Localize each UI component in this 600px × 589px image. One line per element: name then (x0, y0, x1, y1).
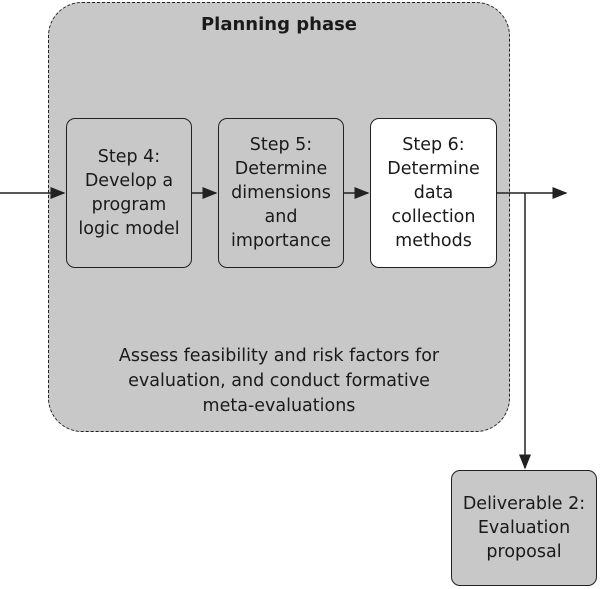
step-6-line: Determine (387, 159, 480, 179)
step-4-box: Step 4: Develop a program logic model (66, 118, 192, 268)
step-5-line: and (264, 207, 298, 227)
deliverable-line: proposal (486, 542, 562, 562)
step-5-line: importance (231, 231, 331, 251)
deliverable-line: Deliverable 2: (462, 494, 586, 514)
step-4-line: program (91, 195, 167, 215)
step-4-line: Develop a (84, 171, 174, 191)
step-4-line: logic model (78, 219, 180, 239)
step-5-line: Step 5: (249, 135, 313, 155)
planning-phase-title: Planning phase (200, 14, 358, 35)
phase-note-line: meta-evaluations (202, 396, 356, 416)
step-5-line: Determine (234, 159, 328, 179)
step-6-box: Step 6: Determine data collection method… (370, 118, 497, 268)
deliverable-line: Evaluation (477, 518, 571, 538)
step-6-line: Step 6: (402, 135, 465, 155)
step-6-line: methods (395, 231, 472, 251)
deliverable-2-box: Deliverable 2: Evaluation proposal (451, 470, 597, 586)
step-6-line: data (413, 183, 454, 203)
phase-note-line: evaluation, and conduct formative (128, 371, 430, 391)
step-6-line: collection (391, 207, 476, 227)
phase-note-line: Assess feasibility and risk factors for (118, 346, 440, 366)
step-5-line: dimensions (231, 183, 331, 203)
phase-note: Assess feasibility and risk factors for … (48, 344, 510, 419)
step-5-box: Step 5: Determine dimensions and importa… (218, 118, 344, 268)
step-4-line: Step 4: (97, 147, 161, 167)
